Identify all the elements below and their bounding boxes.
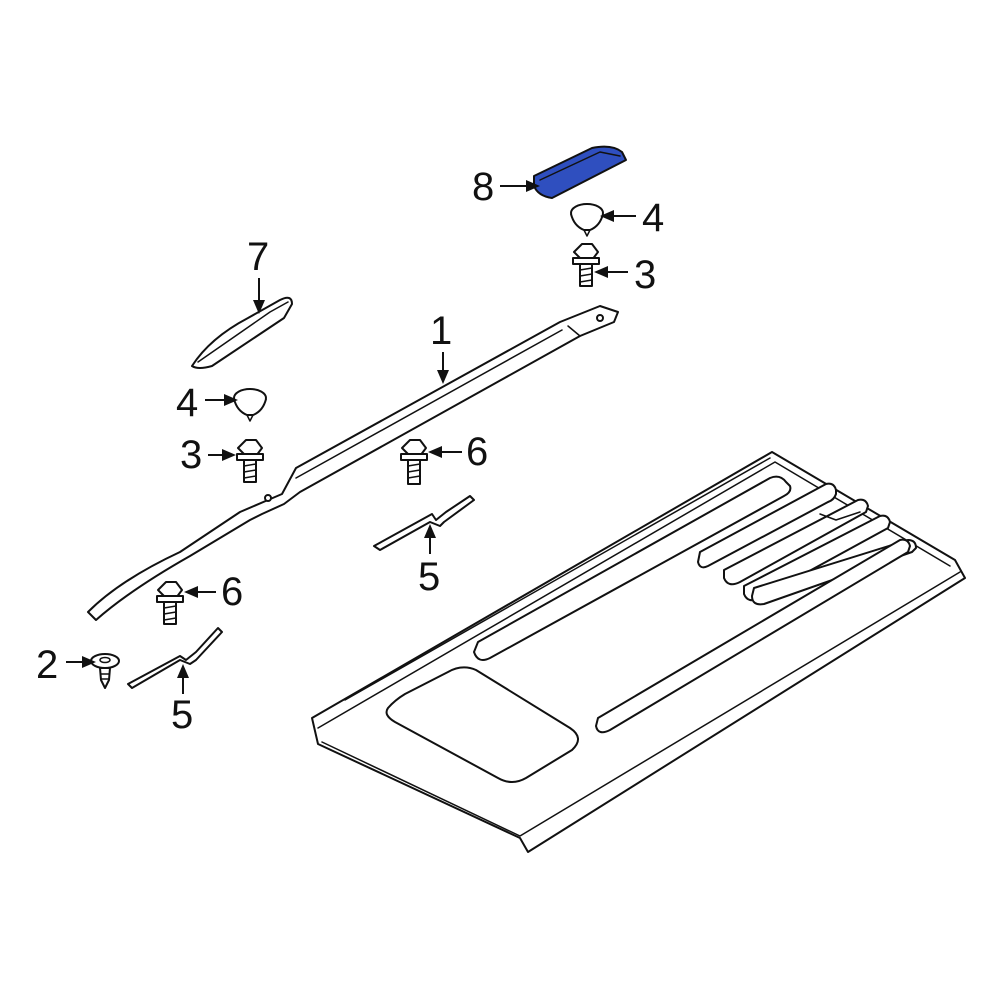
end-cover-shape [533, 145, 627, 199]
callout-6-upper: 6 [466, 430, 488, 474]
clip [90, 653, 120, 689]
callout-3-lower: 3 [180, 433, 202, 477]
callout-4-lower: 4 [176, 381, 198, 425]
callout-1: 1 [430, 309, 452, 353]
leader-arrows [66, 180, 636, 694]
callout-5-upper: 5 [418, 555, 440, 599]
callout-8: 8 [472, 165, 494, 209]
bolt-six-upper [400, 439, 428, 485]
seal-upper [373, 495, 475, 551]
bolt-lower [236, 439, 264, 483]
bolt-upper [572, 243, 600, 287]
retainer-upper [570, 203, 604, 237]
callout-2: 2 [36, 643, 58, 687]
callout-5-lower: 5 [171, 693, 193, 737]
bolt-six-lower [156, 581, 184, 625]
roof-panel [311, 451, 966, 853]
callout-6-lower: 6 [221, 570, 243, 614]
front-end-cover [191, 296, 293, 369]
seal-lower [127, 627, 223, 689]
end-cover-highlighted [533, 145, 627, 199]
roof-rail [87, 305, 619, 621]
callout-numbers: 1 2 3 3 4 4 5 5 6 6 7 8 [36, 165, 664, 737]
retainer-lower [233, 388, 267, 422]
callout-4-upper: 4 [642, 196, 664, 240]
callout-7: 7 [247, 235, 269, 279]
callout-3-upper: 3 [634, 253, 656, 297]
sunroof-opening [385, 666, 579, 783]
